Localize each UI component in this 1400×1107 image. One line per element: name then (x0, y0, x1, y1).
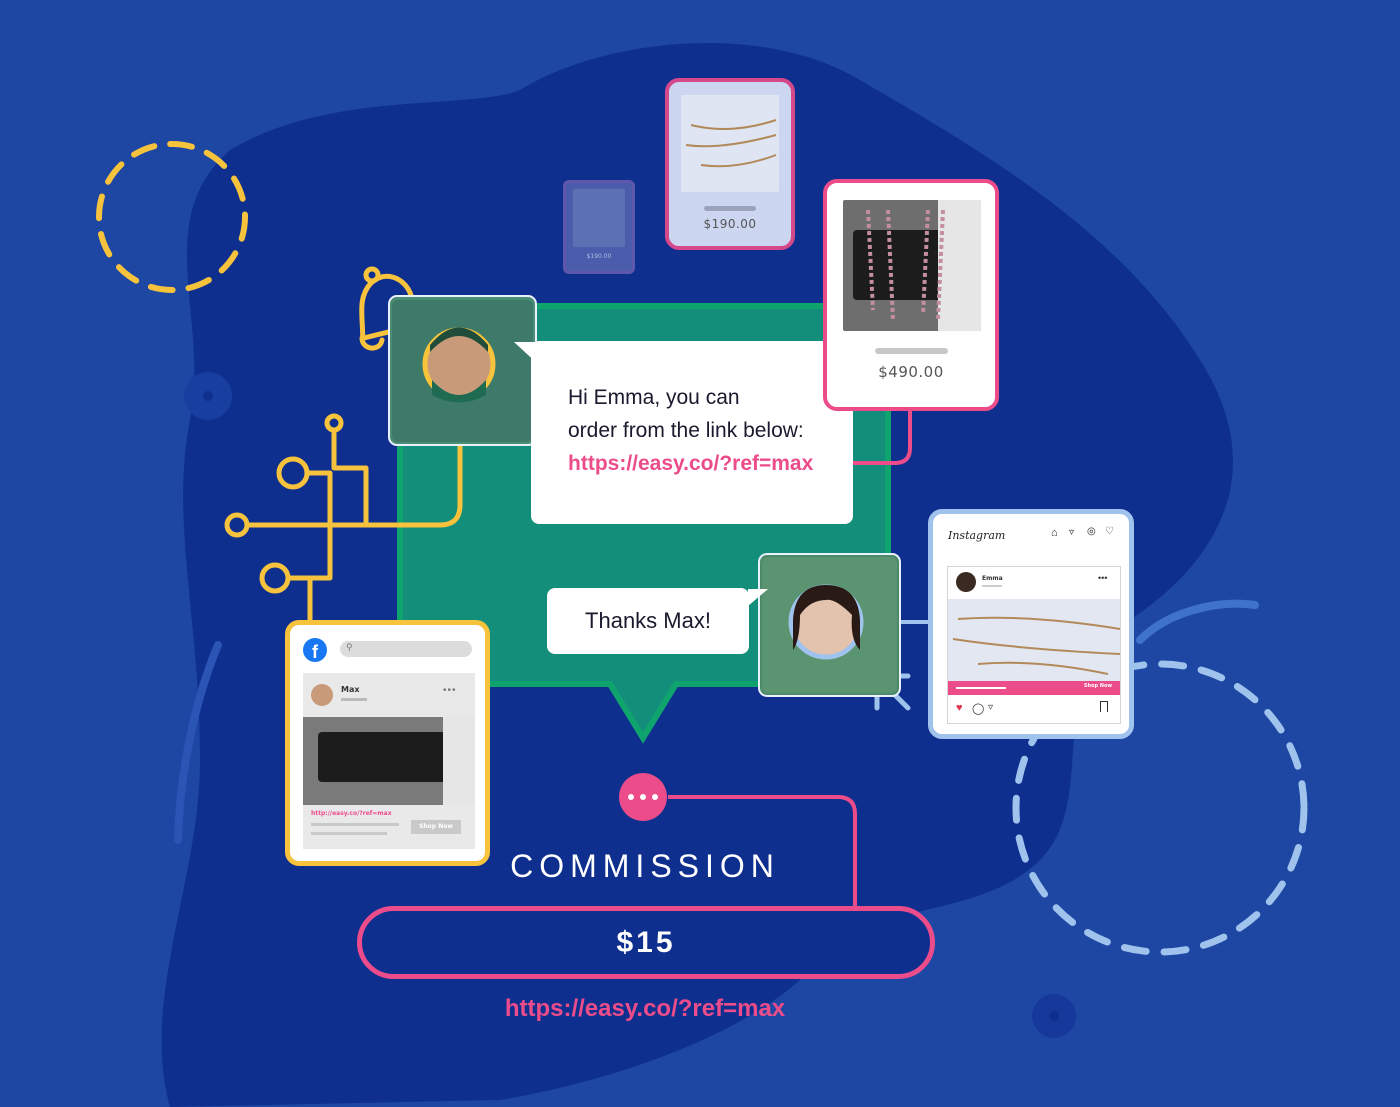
dashed-circle-yellow (96, 141, 248, 293)
product-card-large[interactable]: $490.00 (823, 179, 999, 411)
product-card-medium[interactable]: $190.00 (665, 78, 795, 250)
instagram-shop-now-button[interactable]: Shop Now (1083, 683, 1112, 689)
instagram-app-name: Instagram (948, 529, 1006, 542)
commission-amount: $15 (357, 906, 935, 979)
instagram-avatar (956, 572, 976, 592)
dashed-circle-blue (1012, 660, 1308, 956)
left-arc (174, 641, 222, 844)
bookmark-icon[interactable] (1100, 701, 1108, 712)
product-title-placeholder (704, 206, 756, 211)
chat-message-emma: Thanks Max! (547, 588, 749, 654)
facebook-icon: f (303, 638, 327, 662)
product-image-medium (681, 95, 779, 192)
search-icon: ⚲ (346, 642, 353, 652)
chat-message-max: Hi Emma, you can order from the link bel… (531, 341, 853, 524)
instagram-post: Emma ••• Shop Now ♥ ◯ ▿ (947, 566, 1121, 724)
product-price-small: $190.00 (586, 253, 612, 260)
chat-referral-link[interactable]: https://easy.co/?ref=max (568, 452, 814, 475)
heart-outline-icon[interactable]: ♡ (1105, 526, 1114, 537)
commission-label: COMMISSION (510, 848, 780, 884)
send-share-icon[interactable]: ▿ (988, 702, 994, 713)
facebook-user-name: Max (341, 685, 360, 694)
instagram-user-name: Emma (982, 575, 1003, 582)
product-image-large (843, 200, 981, 331)
commission-referral-link[interactable]: https://easy.co/?ref=max (504, 995, 786, 1022)
instagram-shop-bar[interactable]: Shop Now (948, 681, 1120, 695)
send-icon[interactable]: ▿ (1069, 527, 1075, 538)
product-image-small (573, 189, 625, 247)
comment-icon[interactable]: ◯ (972, 703, 985, 715)
facebook-avatar (311, 684, 333, 706)
product-price-large: $490.00 (878, 363, 944, 381)
product-price-medium: $190.00 (703, 217, 757, 231)
more-icon[interactable]: ••• (443, 685, 457, 696)
search-input[interactable]: ⚲ (340, 641, 472, 657)
instagram-post-image (948, 599, 1121, 681)
facebook-post-link[interactable]: http://easy.co/?ref=max (311, 810, 392, 817)
necklace-image (685, 119, 777, 168)
blue-arc (1136, 599, 1259, 644)
heart-icon[interactable]: ♥ (956, 702, 963, 714)
compass-icon[interactable]: ◎ (1087, 526, 1096, 537)
chat-line-1: Hi Emma, you can (568, 386, 740, 409)
instagram-post-card[interactable]: Instagram ⌂ ▿ ◎ ♡ Emma ••• Shop Now ♥ ◯ … (928, 509, 1134, 739)
home-icon[interactable]: ⌂ (1051, 527, 1058, 539)
product-title-placeholder (874, 348, 948, 354)
facebook-post: Max ••• http://easy.co/?ref=max Shop Now (303, 673, 475, 849)
chat-line-2: order from the link below: (568, 419, 804, 442)
facebook-post-image (303, 717, 475, 805)
more-icon[interactable]: ••• (1098, 573, 1108, 583)
product-card-small[interactable]: $190.00 (563, 180, 635, 274)
facebook-post-card[interactable]: f ⚲ Max ••• http://easy.co/?ref=max Shop… (285, 620, 490, 866)
facebook-shop-now-button[interactable]: Shop Now (411, 820, 461, 834)
